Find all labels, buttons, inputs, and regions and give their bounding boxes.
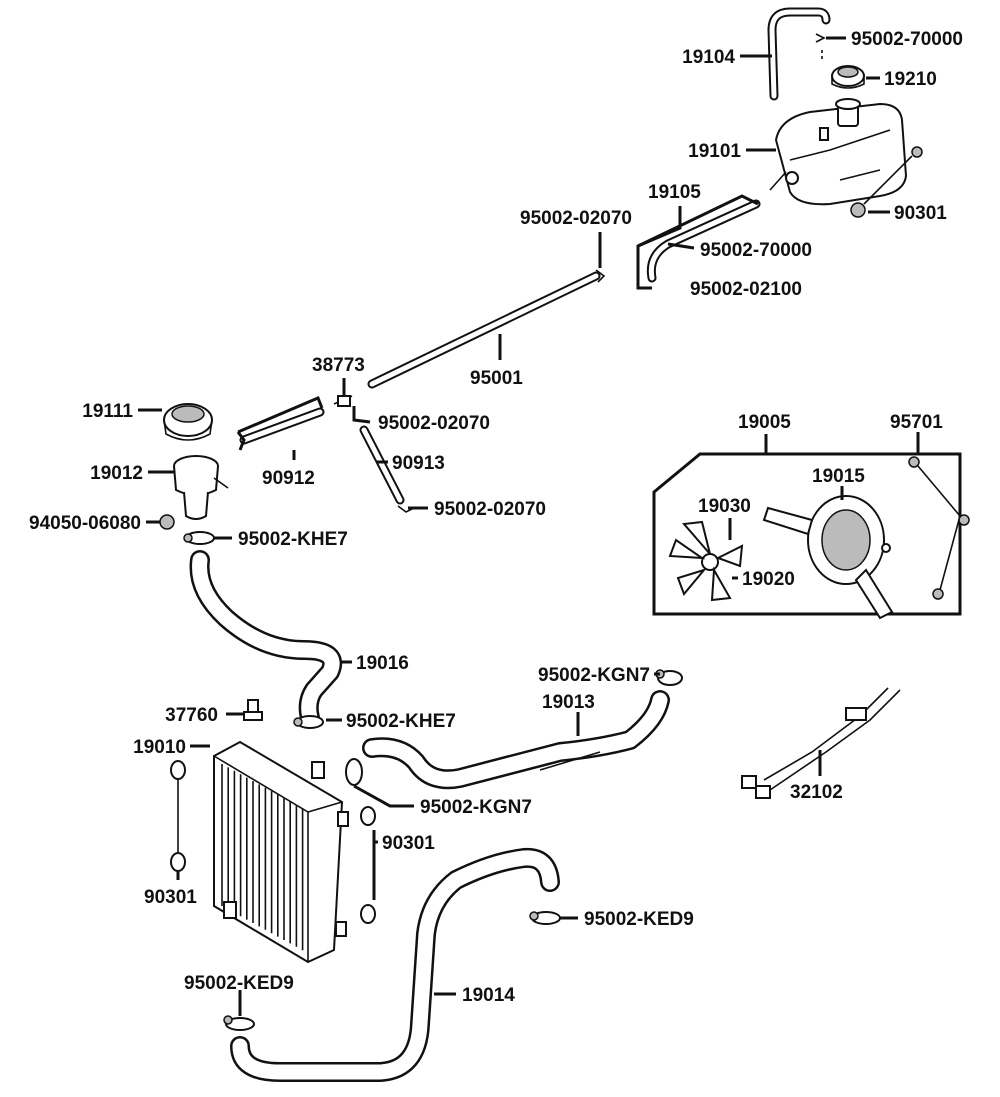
reservoir-cap-19210	[831, 65, 865, 89]
clamp-95002-KED9-right	[529, 911, 561, 925]
label-95002-KGN7-lower: 95002-KGN7	[420, 797, 532, 818]
hose-19016	[189, 550, 343, 728]
joint-38773	[333, 395, 353, 407]
label-19005: 19005	[738, 412, 791, 433]
label-38773: 38773	[312, 355, 365, 376]
label-19111: 19111	[82, 401, 133, 422]
long-hose-95001	[367, 269, 606, 389]
label-37760: 37760	[165, 705, 218, 726]
label-95002-KHE7-lower: 95002-KHE7	[346, 711, 456, 732]
hose-90912	[239, 407, 325, 445]
bolt-90301-tank	[850, 146, 923, 218]
label-19020: 19020	[742, 569, 795, 590]
fan-blade-19030	[668, 520, 744, 602]
clamp-95002-KGN7-upper	[655, 669, 683, 686]
label-94050-06080: 94050-06080	[29, 513, 141, 534]
reservoir-tank-19101	[769, 98, 908, 206]
label-95002-KED9-right: 95002-KED9	[584, 909, 694, 930]
clip-95002-70000-top	[815, 33, 826, 60]
part-labels: 19104 95002-70000 19210 19101 90301 1910…	[29, 29, 963, 1006]
label-19105: 19105	[648, 182, 701, 203]
radiator-19010	[213, 740, 349, 964]
fan-shroud-19015	[762, 495, 894, 620]
radiator-cap-19111	[163, 403, 213, 441]
label-19012: 19012	[90, 463, 143, 484]
overflow-hose-19104	[767, 7, 831, 101]
spacer-90301-right	[360, 806, 376, 924]
spacer-90301-left	[170, 760, 186, 872]
label-19010: 19010	[133, 737, 186, 758]
label-90301-left: 90301	[144, 887, 197, 908]
clamp-95002-KHE7-upper	[183, 531, 215, 545]
label-95002-02070-b: 95002-02070	[378, 413, 490, 434]
label-32102: 32102	[790, 782, 843, 803]
label-95002-KED9-left: 95002-KED9	[184, 973, 294, 994]
bolt-94050-06080	[159, 514, 175, 530]
label-95002-02100: 95002-02100	[690, 279, 802, 300]
label-95002-02070-c: 95002-02070	[434, 499, 546, 520]
label-95002-KGN7-upper: 95002-KGN7	[538, 665, 650, 686]
label-95701: 95701	[890, 412, 943, 433]
clamp-95002-KED9-left	[223, 1015, 255, 1031]
label-90301-right: 90301	[382, 833, 435, 854]
label-90301-tank: 90301	[894, 203, 947, 224]
label-19013: 19013	[542, 692, 595, 713]
label-95002-02070-a: 95002-02070	[520, 208, 632, 229]
label-19015: 19015	[812, 466, 865, 487]
label-19014: 19014	[462, 985, 515, 1006]
clamp-95002-KGN7-lower	[345, 758, 363, 786]
hose-19013	[362, 690, 670, 790]
filler-neck-19012	[173, 455, 229, 520]
label-90912: 90912	[262, 468, 315, 489]
label-95002-70000-top: 95002-70000	[851, 29, 963, 50]
breather-hose-19105	[646, 199, 761, 283]
label-95002-70000-mid: 95002-70000	[700, 240, 812, 261]
fan-assembly-box-19005	[652, 452, 962, 616]
temperature-sensor-37760	[243, 699, 263, 721]
leader-lines	[138, 36, 920, 1016]
label-90913: 90913	[392, 453, 445, 474]
wire-harness-32102	[741, 687, 901, 799]
label-19104: 19104	[682, 47, 735, 68]
hose-19014	[230, 847, 560, 1082]
label-95001: 95001	[470, 368, 523, 389]
label-95002-KHE7-upper: 95002-KHE7	[238, 529, 348, 550]
label-19016: 19016	[356, 653, 409, 674]
radiator-core-fins	[221, 764, 304, 951]
label-19030: 19030	[698, 496, 751, 517]
bolts-95701	[908, 456, 970, 600]
label-19210: 19210	[884, 69, 937, 90]
label-19101: 19101	[688, 141, 741, 162]
clamp-95002-KHE7-lower	[293, 715, 324, 729]
